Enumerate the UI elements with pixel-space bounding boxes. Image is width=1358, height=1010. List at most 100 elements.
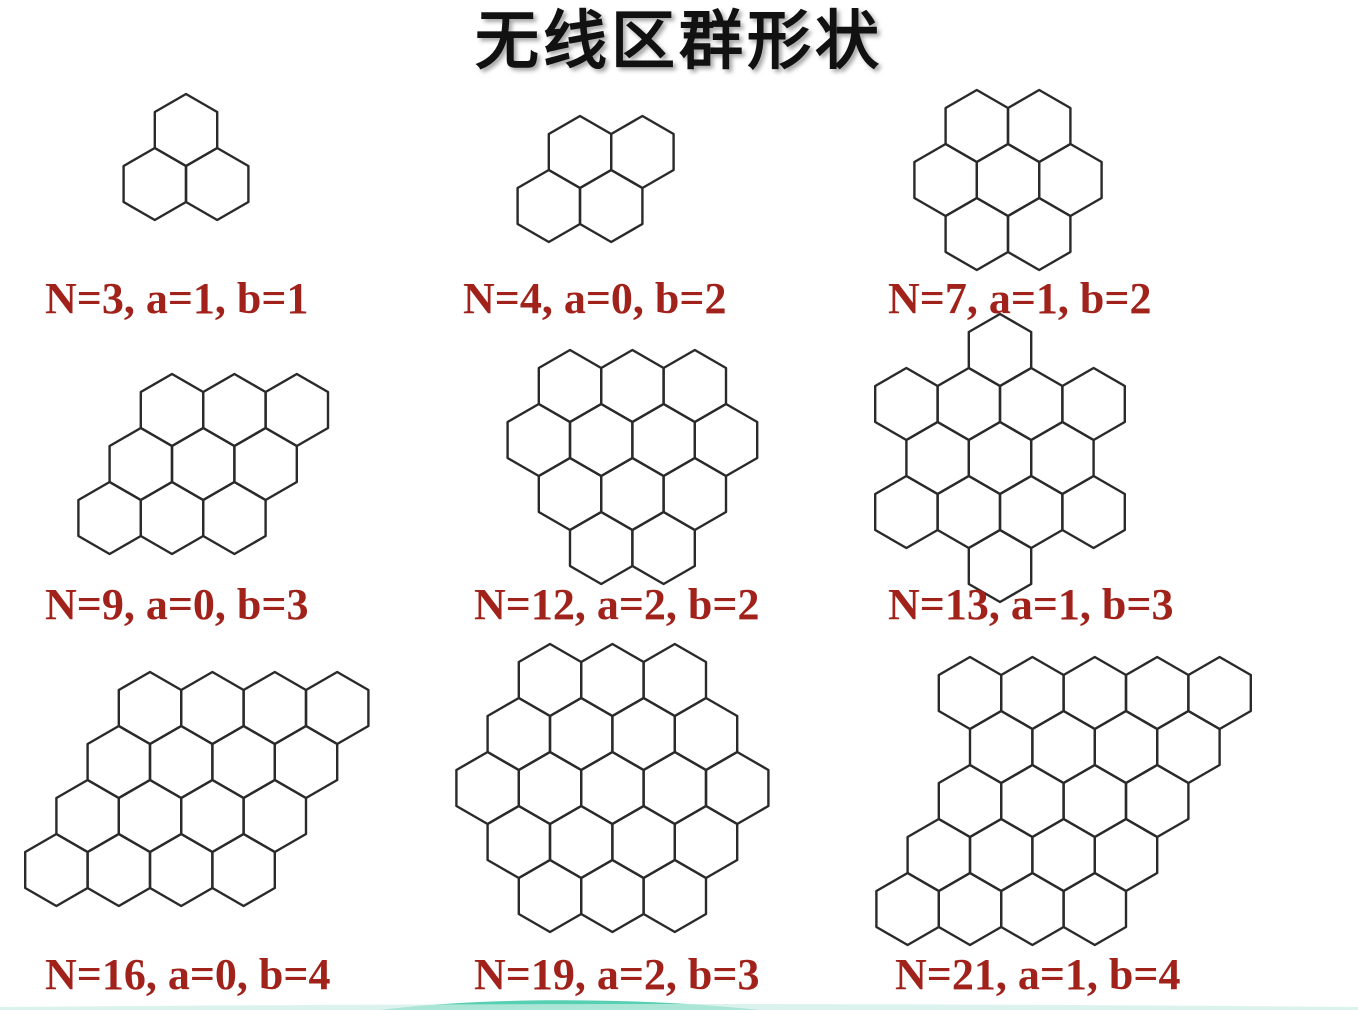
hex-cell bbox=[139, 372, 205, 448]
hex-cell bbox=[148, 832, 214, 908]
hex-cell bbox=[611, 696, 676, 772]
cluster-label-n16: N=16, a=0, b=4 bbox=[45, 950, 331, 999]
hex-cell bbox=[1062, 763, 1128, 839]
hex-cell bbox=[108, 426, 174, 502]
hex-cell bbox=[662, 348, 728, 424]
hex-cell bbox=[580, 858, 645, 934]
hex-cell bbox=[170, 426, 236, 502]
hex-cell bbox=[242, 670, 308, 746]
hex-cell bbox=[517, 642, 583, 718]
hex-cell bbox=[148, 724, 214, 800]
hex-cell bbox=[153, 92, 219, 168]
hex-cell bbox=[905, 420, 970, 496]
hex-cell bbox=[516, 168, 582, 244]
hex-cell bbox=[1006, 88, 1072, 164]
diagram-title: 无线区群形状 bbox=[475, 5, 883, 79]
hex-cell bbox=[936, 474, 1002, 550]
hex-cell bbox=[600, 456, 665, 532]
hex-cell bbox=[77, 480, 143, 556]
hex-cell bbox=[548, 804, 614, 880]
hex-cell bbox=[537, 456, 603, 532]
cluster-label-n21: N=21, a=1, b=4 bbox=[895, 950, 1181, 999]
hex-cell bbox=[631, 510, 696, 586]
hex-cluster-n9 bbox=[77, 372, 330, 556]
hex-cell bbox=[184, 146, 250, 222]
hex-cell bbox=[998, 474, 1064, 550]
cluster-label-n9: N=9, a=0, b=3 bbox=[45, 580, 309, 629]
hex-cell bbox=[486, 696, 552, 772]
hex-cell bbox=[1093, 709, 1159, 785]
hex-cell bbox=[1061, 474, 1127, 550]
hex-cell bbox=[568, 510, 634, 586]
hex-cluster-n19 bbox=[455, 642, 770, 934]
hex-cell bbox=[1124, 763, 1190, 839]
hex-cell bbox=[1000, 655, 1065, 731]
hex-cell bbox=[179, 670, 245, 746]
hex-cell bbox=[580, 642, 645, 718]
hex-cell bbox=[304, 670, 370, 746]
hex-cell bbox=[906, 817, 972, 893]
hex-cell bbox=[944, 196, 1010, 272]
hex-cell bbox=[1031, 709, 1097, 785]
hex-cluster-n16 bbox=[24, 670, 370, 908]
hex-cell bbox=[1062, 655, 1128, 731]
hex-cell bbox=[998, 366, 1064, 442]
hex-cell bbox=[242, 778, 308, 854]
hex-cell bbox=[201, 372, 267, 448]
hex-cell bbox=[874, 474, 939, 550]
hex-cell bbox=[179, 778, 245, 854]
hex-cell bbox=[1000, 763, 1065, 839]
hex-cell bbox=[937, 655, 1003, 731]
hex-cell bbox=[122, 146, 188, 222]
hex-cluster-n21 bbox=[875, 655, 1253, 947]
hex-cell bbox=[936, 366, 1002, 442]
cluster-label-n19: N=19, a=2, b=3 bbox=[474, 950, 760, 999]
hex-cell bbox=[1061, 366, 1127, 442]
hex-cell bbox=[875, 871, 940, 947]
hex-cell bbox=[642, 858, 708, 934]
hex-cell bbox=[547, 114, 613, 190]
hex-cell bbox=[24, 832, 89, 908]
hex-cell bbox=[1031, 817, 1097, 893]
hex-cell bbox=[117, 670, 183, 746]
hex-cell bbox=[1155, 709, 1221, 785]
hex-cluster-n4 bbox=[516, 114, 675, 244]
hex-cell bbox=[455, 750, 520, 826]
hex-cell bbox=[201, 480, 267, 556]
hex-cell bbox=[1029, 420, 1095, 496]
hex-cell bbox=[975, 142, 1041, 218]
cluster-label-n7: N=7, a=1, b=2 bbox=[888, 274, 1152, 323]
hex-cell bbox=[517, 858, 583, 934]
cluster-label-n4: N=4, a=0, b=2 bbox=[463, 274, 727, 323]
hex-cell bbox=[273, 724, 339, 800]
hex-cluster-n12 bbox=[506, 348, 759, 586]
hex-cell bbox=[580, 750, 645, 826]
hex-cell bbox=[1093, 817, 1159, 893]
hex-cell bbox=[673, 804, 739, 880]
hex-cell bbox=[86, 832, 152, 908]
hex-cell bbox=[1187, 655, 1253, 731]
hex-cell bbox=[967, 312, 1033, 388]
hex-cell bbox=[611, 804, 676, 880]
hex-cell bbox=[233, 426, 298, 502]
cluster-label-n3: N=3, a=1, b=1 bbox=[45, 274, 309, 323]
hex-cell bbox=[117, 778, 183, 854]
hex-cell bbox=[968, 709, 1034, 785]
hex-cell bbox=[264, 372, 330, 448]
hex-cell bbox=[139, 480, 205, 556]
hex-cell bbox=[568, 402, 634, 478]
hex-cluster-n3 bbox=[122, 92, 250, 222]
hex-cell bbox=[673, 696, 739, 772]
hex-cell bbox=[1062, 871, 1128, 947]
hex-cell bbox=[967, 420, 1033, 496]
hex-cell bbox=[937, 871, 1003, 947]
hex-cell bbox=[1037, 142, 1103, 218]
hex-cell bbox=[704, 750, 770, 826]
hex-cell bbox=[967, 528, 1033, 604]
hex-cell bbox=[211, 832, 276, 908]
hex-cell bbox=[548, 696, 614, 772]
hex-cell bbox=[937, 763, 1003, 839]
hex-cell bbox=[1000, 871, 1065, 947]
hex-cell bbox=[642, 642, 708, 718]
